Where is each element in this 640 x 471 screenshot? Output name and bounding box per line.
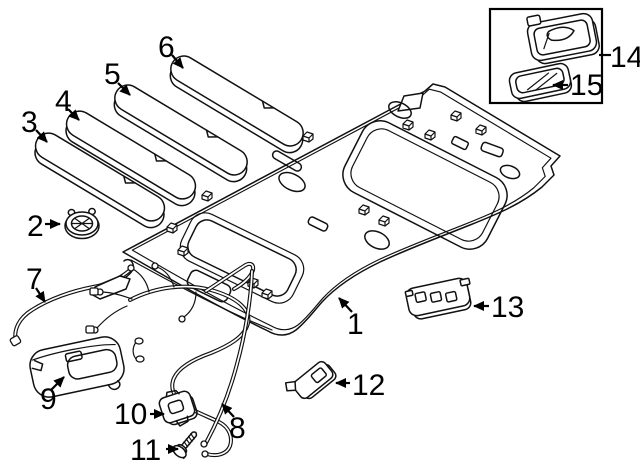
part-12-bracket-art bbox=[284, 360, 337, 400]
callout-8-arrow bbox=[221, 403, 235, 418]
callout-15-label: 15 bbox=[570, 69, 603, 102]
callout-7: 7 bbox=[26, 263, 46, 303]
callout-3-label: 3 bbox=[21, 106, 38, 139]
callout-13-label: 13 bbox=[491, 291, 524, 324]
callout-8: 8 bbox=[221, 403, 246, 445]
callout-3: 3 bbox=[21, 106, 48, 143]
callout-1: 1 bbox=[338, 297, 364, 341]
part-13-console-art bbox=[404, 277, 472, 320]
part-6-strip-art bbox=[169, 55, 304, 154]
callout-2-label: 2 bbox=[27, 210, 44, 243]
part-2-grommet-art bbox=[64, 207, 100, 240]
callout-8-label: 8 bbox=[229, 412, 246, 445]
callout-6: 6 bbox=[158, 31, 184, 69]
part-11-screw-art bbox=[171, 431, 198, 460]
callout-12: 12 bbox=[335, 369, 385, 402]
callout-9-arrow bbox=[50, 376, 65, 391]
callout-5: 5 bbox=[104, 58, 131, 96]
part-15-lens-art bbox=[508, 62, 573, 103]
callout-6-arrow bbox=[171, 54, 184, 69]
part-10-clip-art bbox=[158, 389, 198, 427]
part-5-strip-art bbox=[113, 84, 248, 183]
callout-15: 15 bbox=[552, 69, 603, 102]
part-8-harness-art bbox=[85, 261, 256, 458]
callout-10-label: 10 bbox=[114, 398, 147, 431]
callout-1-arrow bbox=[338, 297, 353, 313]
callout-11: 11 bbox=[130, 434, 179, 467]
callout-14: 14 bbox=[599, 41, 640, 74]
callout-2: 2 bbox=[27, 210, 61, 243]
callout-5-label: 5 bbox=[104, 58, 121, 91]
callout-4: 4 bbox=[55, 85, 80, 121]
callout-9-label: 9 bbox=[40, 383, 57, 416]
callout-4-label: 4 bbox=[55, 85, 72, 118]
callout-4-arrow bbox=[67, 108, 80, 121]
callout-9: 9 bbox=[40, 376, 65, 416]
part-14-lamp-art bbox=[526, 12, 600, 65]
callout-6-label: 6 bbox=[158, 31, 175, 64]
callout-7-arrow bbox=[35, 287, 46, 303]
callout-3-arrow bbox=[35, 129, 48, 143]
callout-5-arrow bbox=[117, 82, 131, 96]
callout-12-label: 12 bbox=[352, 369, 385, 402]
callout-7-label: 7 bbox=[26, 263, 43, 296]
callout-1-label: 1 bbox=[347, 308, 364, 341]
callout-11-label: 11 bbox=[130, 434, 161, 467]
callout-14-label: 14 bbox=[610, 41, 640, 74]
callout-13: 13 bbox=[473, 291, 524, 324]
callout-10: 10 bbox=[114, 398, 165, 431]
